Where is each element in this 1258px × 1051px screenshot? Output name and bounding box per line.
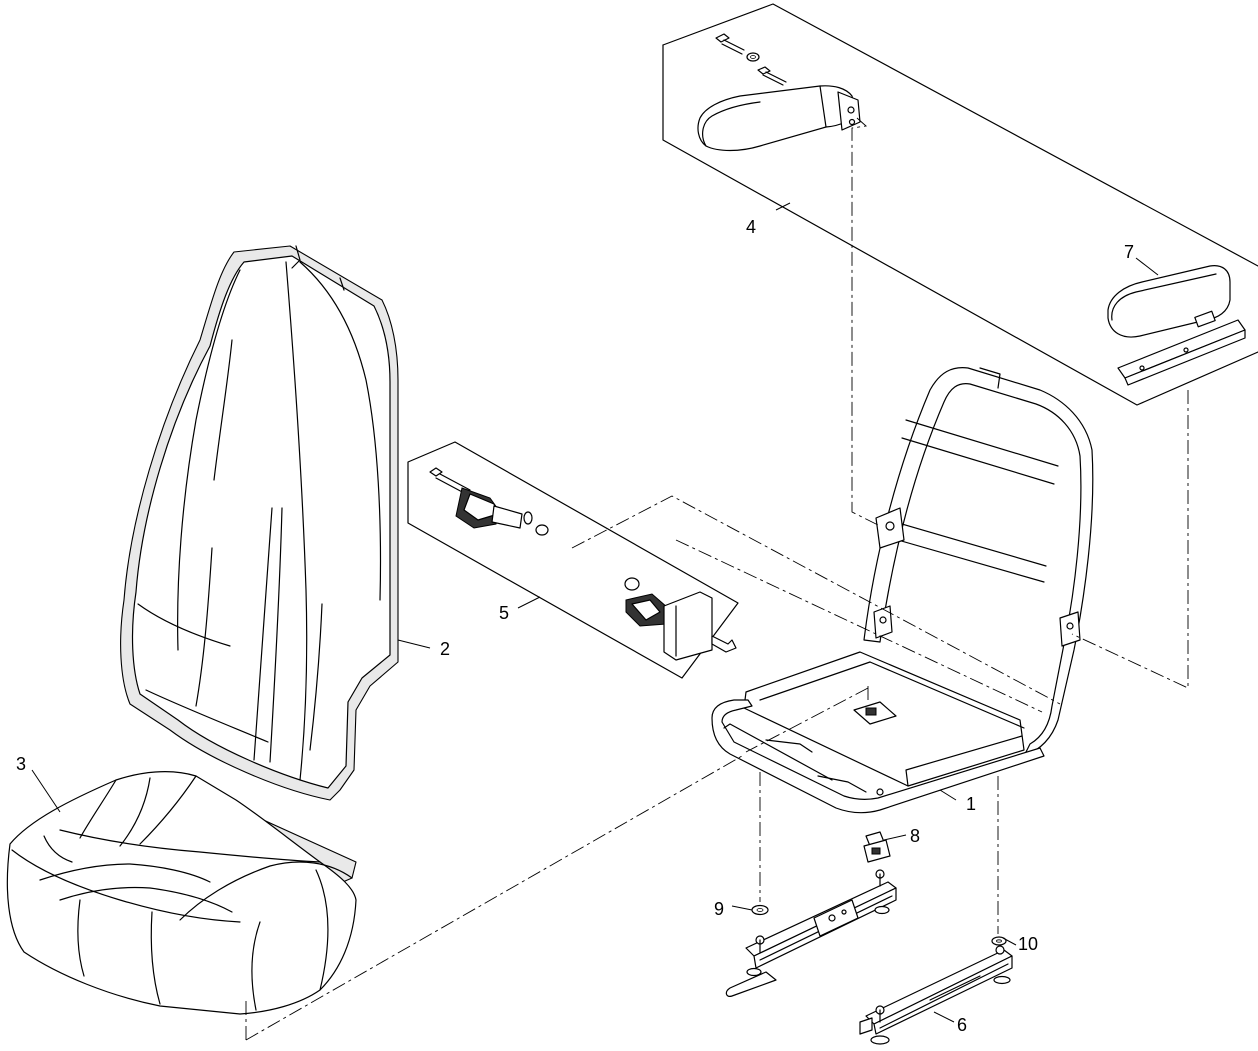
- slide-rail-left: [725, 869, 897, 997]
- callout-10: 10: [1018, 934, 1038, 954]
- leader-4: [775, 202, 791, 211]
- callout-2: 2: [440, 639, 450, 659]
- leader-8: [883, 834, 907, 841]
- callout-1: 1: [966, 794, 976, 814]
- armrest-kit-box: [662, 3, 1258, 406]
- leader-2: [397, 639, 431, 649]
- leader-7: [1135, 257, 1159, 276]
- assembly-lines: [245, 117, 1189, 1041]
- callout-8: 8: [910, 826, 920, 846]
- leader-5: [517, 596, 541, 609]
- callout-4: 4: [746, 217, 756, 237]
- washer-right: [991, 936, 1007, 946]
- leader-lines: [31, 202, 1159, 1023]
- seat-switch: [863, 831, 891, 863]
- callout-labels: 1 2 3 4 5 6 7 8 9 10: [16, 217, 1134, 1035]
- callout-9: 9: [714, 899, 724, 919]
- washer-left: [751, 904, 769, 916]
- callout-7: 7: [1124, 242, 1134, 262]
- seat-cushion: [6, 771, 357, 1015]
- callout-6: 6: [957, 1015, 967, 1035]
- leader-3: [31, 769, 61, 813]
- leader-9: [731, 905, 753, 911]
- armrest-right: [1107, 265, 1246, 386]
- seat-frame: [711, 367, 1094, 814]
- seat-belt-left: [429, 467, 549, 536]
- backrest: [120, 245, 399, 801]
- armrest-left: [697, 33, 861, 152]
- leader-10: [1002, 937, 1017, 946]
- callout-3: 3: [16, 754, 26, 774]
- leader-1: [939, 789, 957, 801]
- leader-6: [933, 1011, 955, 1023]
- slide-rail-right: [859, 945, 1013, 1045]
- seat-belt-right: [624, 577, 737, 661]
- callout-5: 5: [499, 603, 509, 623]
